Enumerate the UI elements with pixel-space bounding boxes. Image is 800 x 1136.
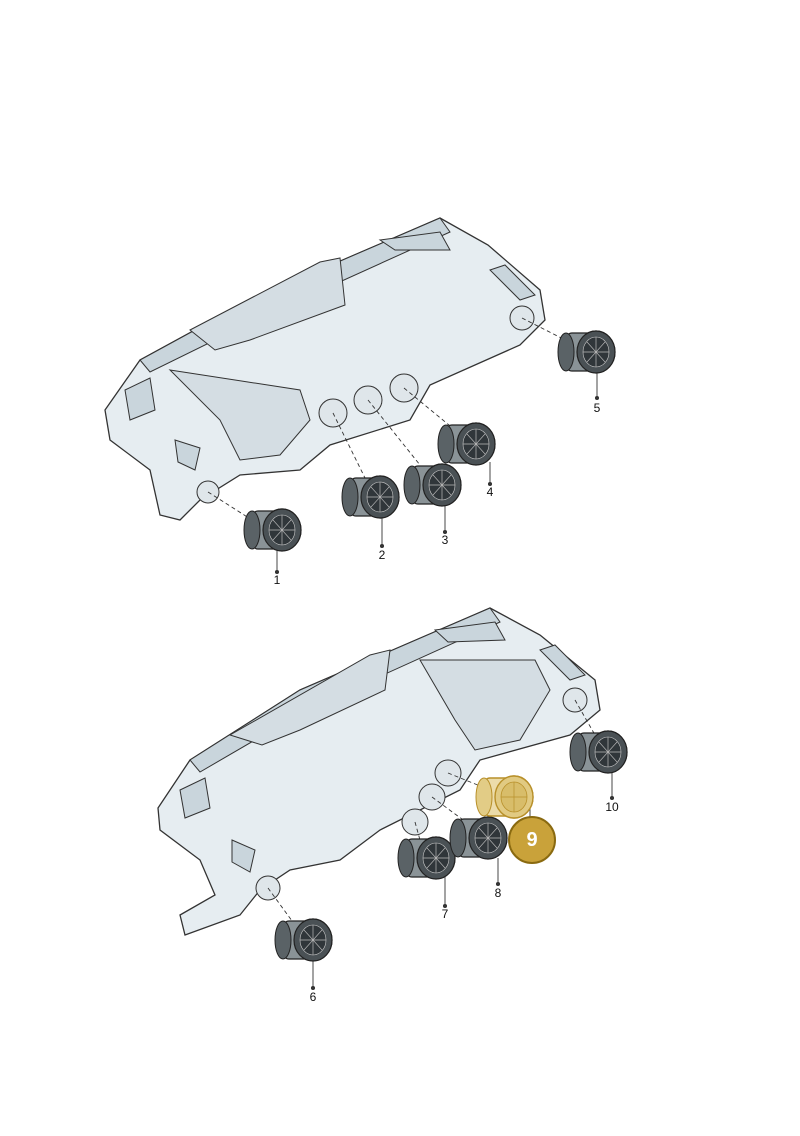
callout-label-6: 6: [309, 990, 317, 1004]
air-vent-icon: [274, 918, 333, 962]
callout-label-4: 4: [486, 485, 494, 499]
air-vent-icon: [449, 816, 508, 860]
air-vent-icon: [397, 836, 456, 880]
callout-stems-top: [274, 372, 600, 575]
dashboard-illustration: [157, 607, 601, 936]
callout-label-8: 8: [494, 886, 502, 900]
dashboard-illustration: [104, 217, 546, 521]
callout-label-7: 7: [441, 907, 449, 921]
callout-stems-bottom: [310, 772, 615, 991]
air-vent-icon: [243, 508, 302, 552]
air-vent-icon: [557, 330, 616, 374]
callout-badge-9-highlighted[interactable]: 9: [508, 816, 556, 864]
air-vent-icon-highlighted: [475, 775, 534, 819]
callout-label-2: 2: [378, 548, 386, 562]
air-vent-icon: [437, 422, 496, 466]
callout-label-10: 10: [605, 800, 619, 814]
air-vent-icon: [341, 475, 400, 519]
air-vent-icon: [403, 463, 462, 507]
callout-label-1: 1: [273, 573, 281, 587]
callout-label-3: 3: [441, 533, 449, 547]
air-vent-icon: [569, 730, 628, 774]
callout-label-5: 5: [593, 401, 601, 415]
